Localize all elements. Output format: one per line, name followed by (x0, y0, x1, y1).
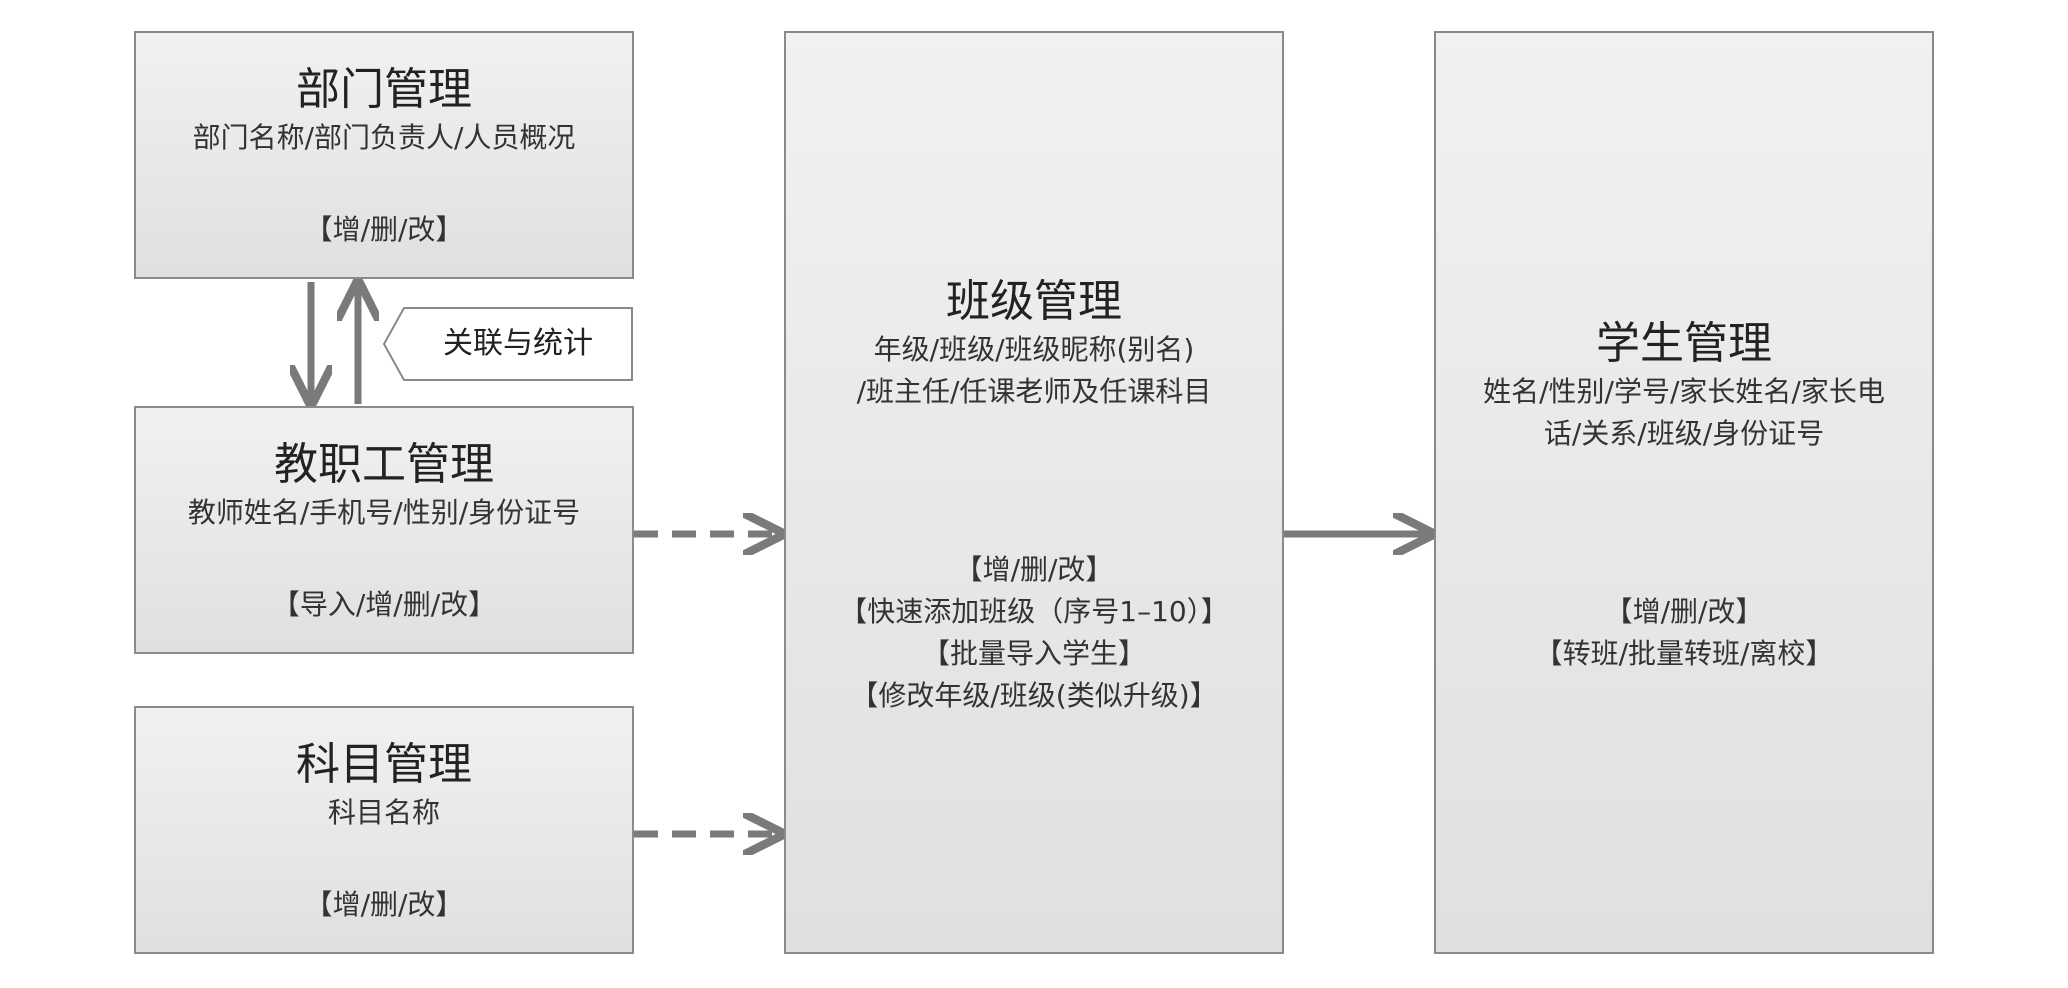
class-fields: 年级/班级/班级昵称(别名) /班主任/任课老师及任课科目 (786, 329, 1282, 413)
class-actions: 【增/删/改】 【快速添加班级（序号1–10）】 【批量导入学生】 【修改年级/… (786, 549, 1282, 717)
department-node: 部门管理 部门名称/部门负责人/人员概况 【增/删/改】 (134, 31, 634, 279)
student-title: 学生管理 (1596, 318, 1772, 369)
department-title: 部门管理 (296, 64, 472, 115)
class-action-quick-add: 【快速添加班级（序号1–10）】 (839, 595, 1229, 628)
student-node: 学生管理 姓名/性别/学号/家长姓名/家长电 话/关系/班级/身份证号 【增/删… (1434, 31, 1934, 954)
class-action-batch-import: 【批量导入学生】 (921, 637, 1146, 670)
student-fields-line-2: 话/关系/班级/身份证号 (1543, 417, 1825, 450)
staff-actions: 【导入/增/删/改】 (271, 588, 497, 621)
class-fields-line-1: 年级/班级/班级昵称(别名) (873, 333, 1195, 366)
subject-actions: 【增/删/改】 (304, 888, 464, 921)
subject-title: 科目管理 (296, 739, 472, 790)
class-title: 班级管理 (946, 276, 1122, 327)
department-actions: 【增/删/改】 (304, 213, 464, 246)
subject-node: 科目管理 科目名称 【增/删/改】 (134, 706, 634, 954)
class-action-crud: 【增/删/改】 (954, 553, 1114, 586)
student-fields: 姓名/性别/学号/家长姓名/家长电 话/关系/班级/身份证号 (1436, 371, 1932, 455)
relation-label: 关联与统计 (443, 326, 593, 361)
staff-title: 教职工管理 (274, 439, 494, 490)
student-actions: 【增/删/改】 【转班/批量转班/离校】 (1436, 591, 1932, 675)
subject-fields: 科目名称 (327, 796, 440, 829)
class-action-modify-grade: 【修改年级/班级(类似升级)】 (850, 679, 1218, 712)
relation-callout-shape (382, 307, 633, 381)
department-fields: 部门名称/部门负责人/人员概况 (192, 121, 576, 154)
student-action-crud: 【增/删/改】 (1604, 595, 1764, 628)
staff-fields: 教师姓名/手机号/性别/身份证号 (187, 496, 581, 529)
class-fields-line-2: /班主任/任课老师及任课科目 (856, 375, 1212, 408)
student-action-transfer: 【转班/批量转班/离校】 (1534, 637, 1834, 670)
staff-node: 教职工管理 教师姓名/手机号/性别/身份证号 【导入/增/删/改】 (134, 406, 634, 654)
class-node: 班级管理 年级/班级/班级昵称(别名) /班主任/任课老师及任课科目 【增/删/… (784, 31, 1284, 954)
student-fields-line-1: 姓名/性别/学号/家长姓名/家长电 (1483, 375, 1885, 408)
